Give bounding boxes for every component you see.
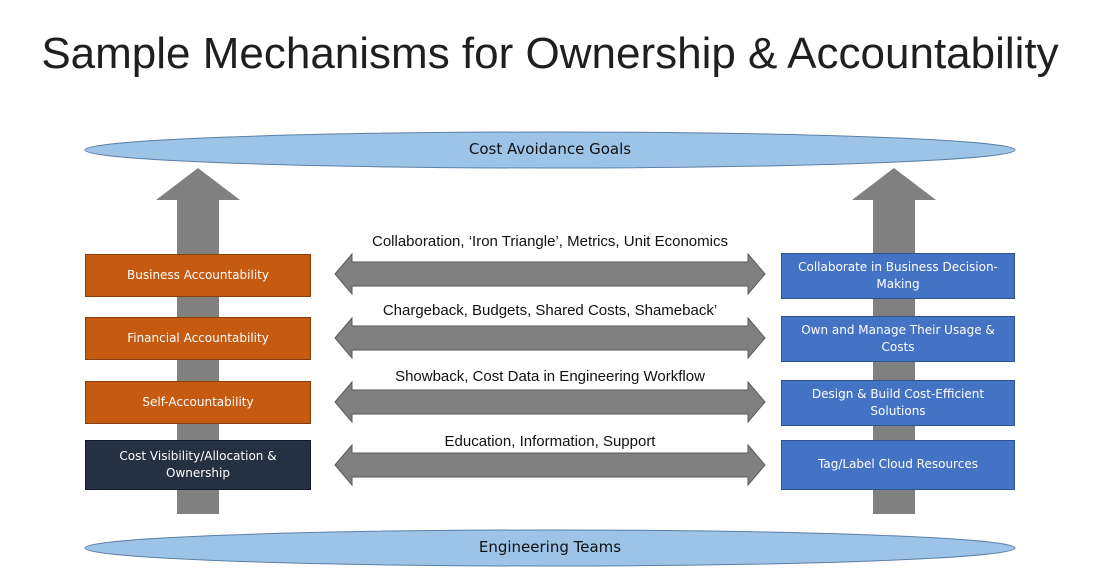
base-label: Engineering Teams <box>478 538 622 556</box>
goal-ellipse <box>84 131 1016 169</box>
right-box-label: Collaborate in Business Decision-Making <box>798 259 998 291</box>
base-ellipse <box>84 529 1016 567</box>
double-arrow-1 <box>334 252 766 296</box>
left-box-label: Business Accountability <box>127 267 269 282</box>
mechanism-label-showback: Showback, Cost Data in Engineering Workf… <box>395 368 705 385</box>
mechanism-label-chargeback: Chargeback, Budgets, Shared Costs, Shame… <box>382 302 718 319</box>
double-arrow-2 <box>334 316 766 360</box>
right-box-design-and-build: Design & Build Cost-Efficient Solutions <box>781 380 1015 426</box>
mechanism-label-collaboration: Collaboration, ‘Iron Triangle’, Metrics,… <box>372 233 728 250</box>
right-box-collaborate: Collaborate in Business Decision-Making <box>781 253 1015 299</box>
left-box-cost-visibility: Cost Visibility/Allocation & Ownership <box>85 440 311 490</box>
left-box-financial-accountability: Financial Accountability <box>85 317 311 360</box>
goal-label: Cost Avoidance Goals <box>468 140 632 158</box>
slide-title: Sample Mechanisms for Ownership & Accoun… <box>41 29 1059 78</box>
right-box-tag-label: Tag/Label Cloud Resources <box>781 440 1015 490</box>
double-arrow-4 <box>334 443 766 487</box>
right-box-label: Design & Build Cost-Efficient Solutions <box>811 386 985 418</box>
left-box-business-accountability: Business Accountability <box>85 254 311 297</box>
double-arrow-3 <box>334 380 766 424</box>
right-box-label: Tag/Label Cloud Resources <box>818 457 978 472</box>
left-box-label: Self-Accountability <box>142 394 254 409</box>
left-box-self-accountability: Self-Accountability <box>85 381 311 424</box>
mechanism-arrows <box>334 252 766 487</box>
mechanism-label-education: Education, Information, Support <box>444 433 656 450</box>
right-box-label: Own and Manage Their Usage & Costs <box>801 322 995 354</box>
right-box-own-and-manage: Own and Manage Their Usage & Costs <box>781 316 1015 362</box>
left-box-label: Financial Accountability <box>127 330 269 345</box>
left-box-label: Cost Visibility/Allocation & Ownership <box>119 448 277 480</box>
